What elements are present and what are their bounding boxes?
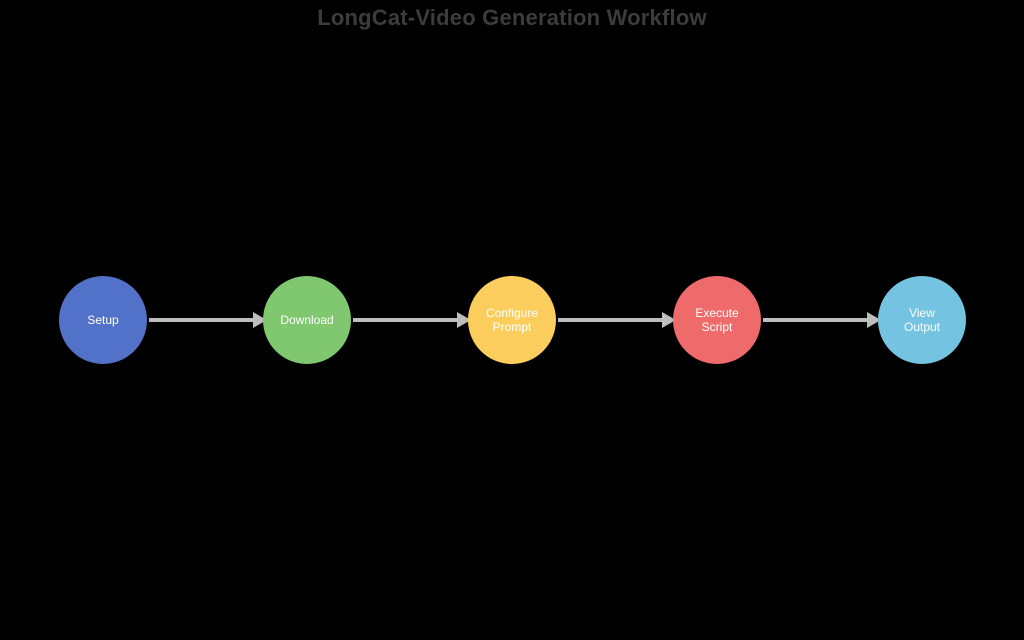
flow-node-view-output[interactable]: View Output — [878, 276, 966, 364]
edge-line — [149, 318, 253, 322]
flow-node-label: Configure Prompt — [485, 305, 539, 335]
edge-configure-prompt-to-execute-script — [558, 312, 676, 328]
edge-setup-to-download — [149, 312, 267, 328]
page-title: LongCat-Video Generation Workflow — [317, 5, 707, 30]
flow-node-execute-script[interactable]: Execute Script — [673, 276, 761, 364]
flow-node-label: Execute Script — [695, 305, 739, 335]
flow-node-configure-prompt[interactable]: Configure Prompt — [468, 276, 556, 364]
flow-node-label: Setup — [87, 312, 119, 327]
arrowhead-icon — [457, 312, 471, 328]
edge-line — [558, 318, 662, 322]
flow-node-setup[interactable]: Setup — [59, 276, 147, 364]
flow-node-label: Download — [280, 312, 334, 327]
edge-execute-script-to-view-output — [763, 312, 881, 328]
arrowhead-icon — [662, 312, 676, 328]
flow-node-label: View Output — [903, 305, 941, 335]
edge-download-to-configure-prompt — [353, 312, 471, 328]
edge-line — [353, 318, 457, 322]
arrowhead-icon — [867, 312, 881, 328]
flow-node-download[interactable]: Download — [263, 276, 351, 364]
edge-line — [763, 318, 867, 322]
